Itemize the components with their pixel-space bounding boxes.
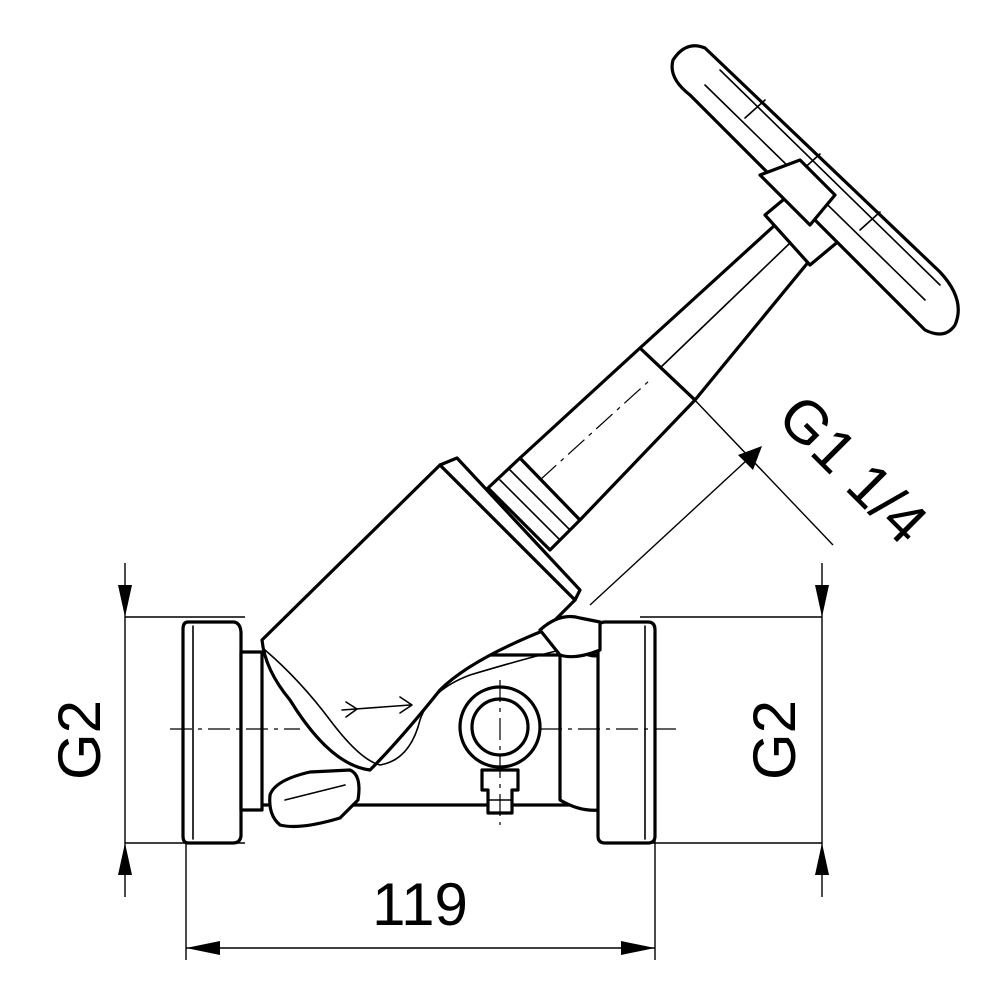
spindle — [518, 188, 842, 522]
dimension-lines — [124, 394, 834, 960]
center-lines — [170, 680, 680, 825]
right-thread-label: G2 — [741, 700, 808, 780]
left-thread-label: G2 — [46, 700, 113, 780]
length-label: 119 — [372, 871, 468, 938]
stem-thread-label: G1 1/4 — [766, 382, 941, 557]
dimension-arrows — [118, 446, 829, 955]
handwheel — [670, 44, 960, 336]
valve-body — [181, 456, 657, 845]
